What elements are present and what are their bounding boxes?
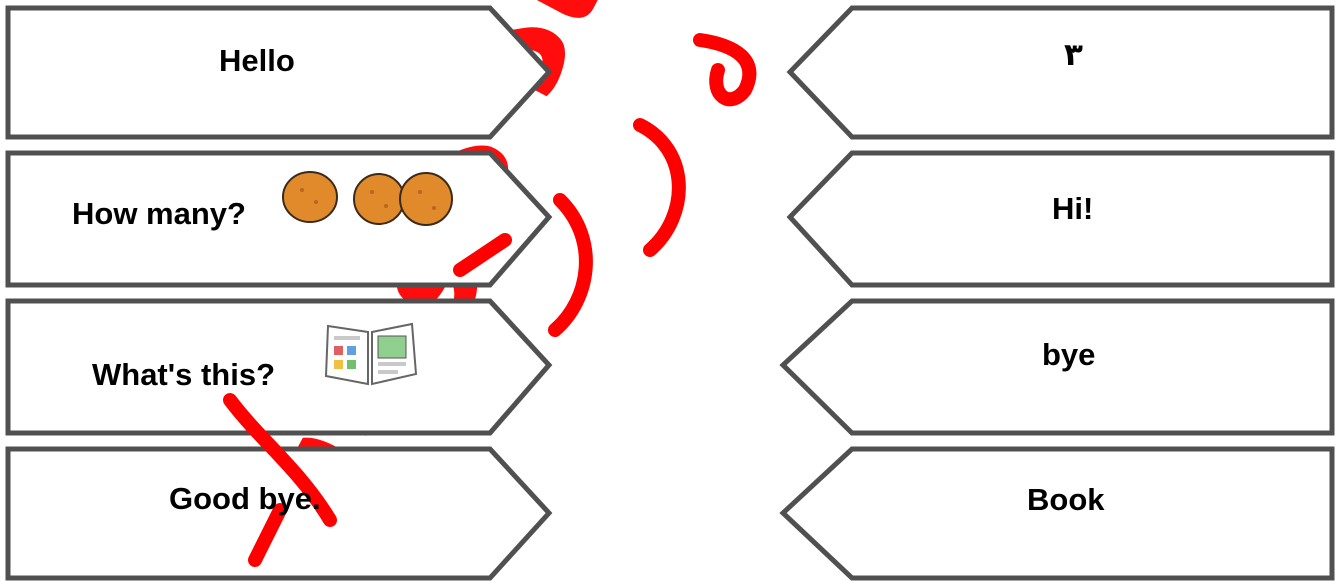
left-card-3-label: What's this? [92,359,275,390]
left-card-3[interactable] [8,301,549,433]
right-card-3-label: bye [1042,339,1095,370]
right-card-1-label: ٣ [1064,40,1083,71]
left-card-4-label: Good bye. [169,483,321,514]
open-book-icon [320,318,420,388]
right-card-2-label: Hi! [1052,193,1093,224]
right-card-4-label: Book [1027,484,1105,515]
left-card-1-label: Hello [219,45,295,76]
right-card-1[interactable] [790,8,1332,137]
left-card-2-label: How many? [72,198,246,229]
three-potatoes-icon [282,170,454,228]
